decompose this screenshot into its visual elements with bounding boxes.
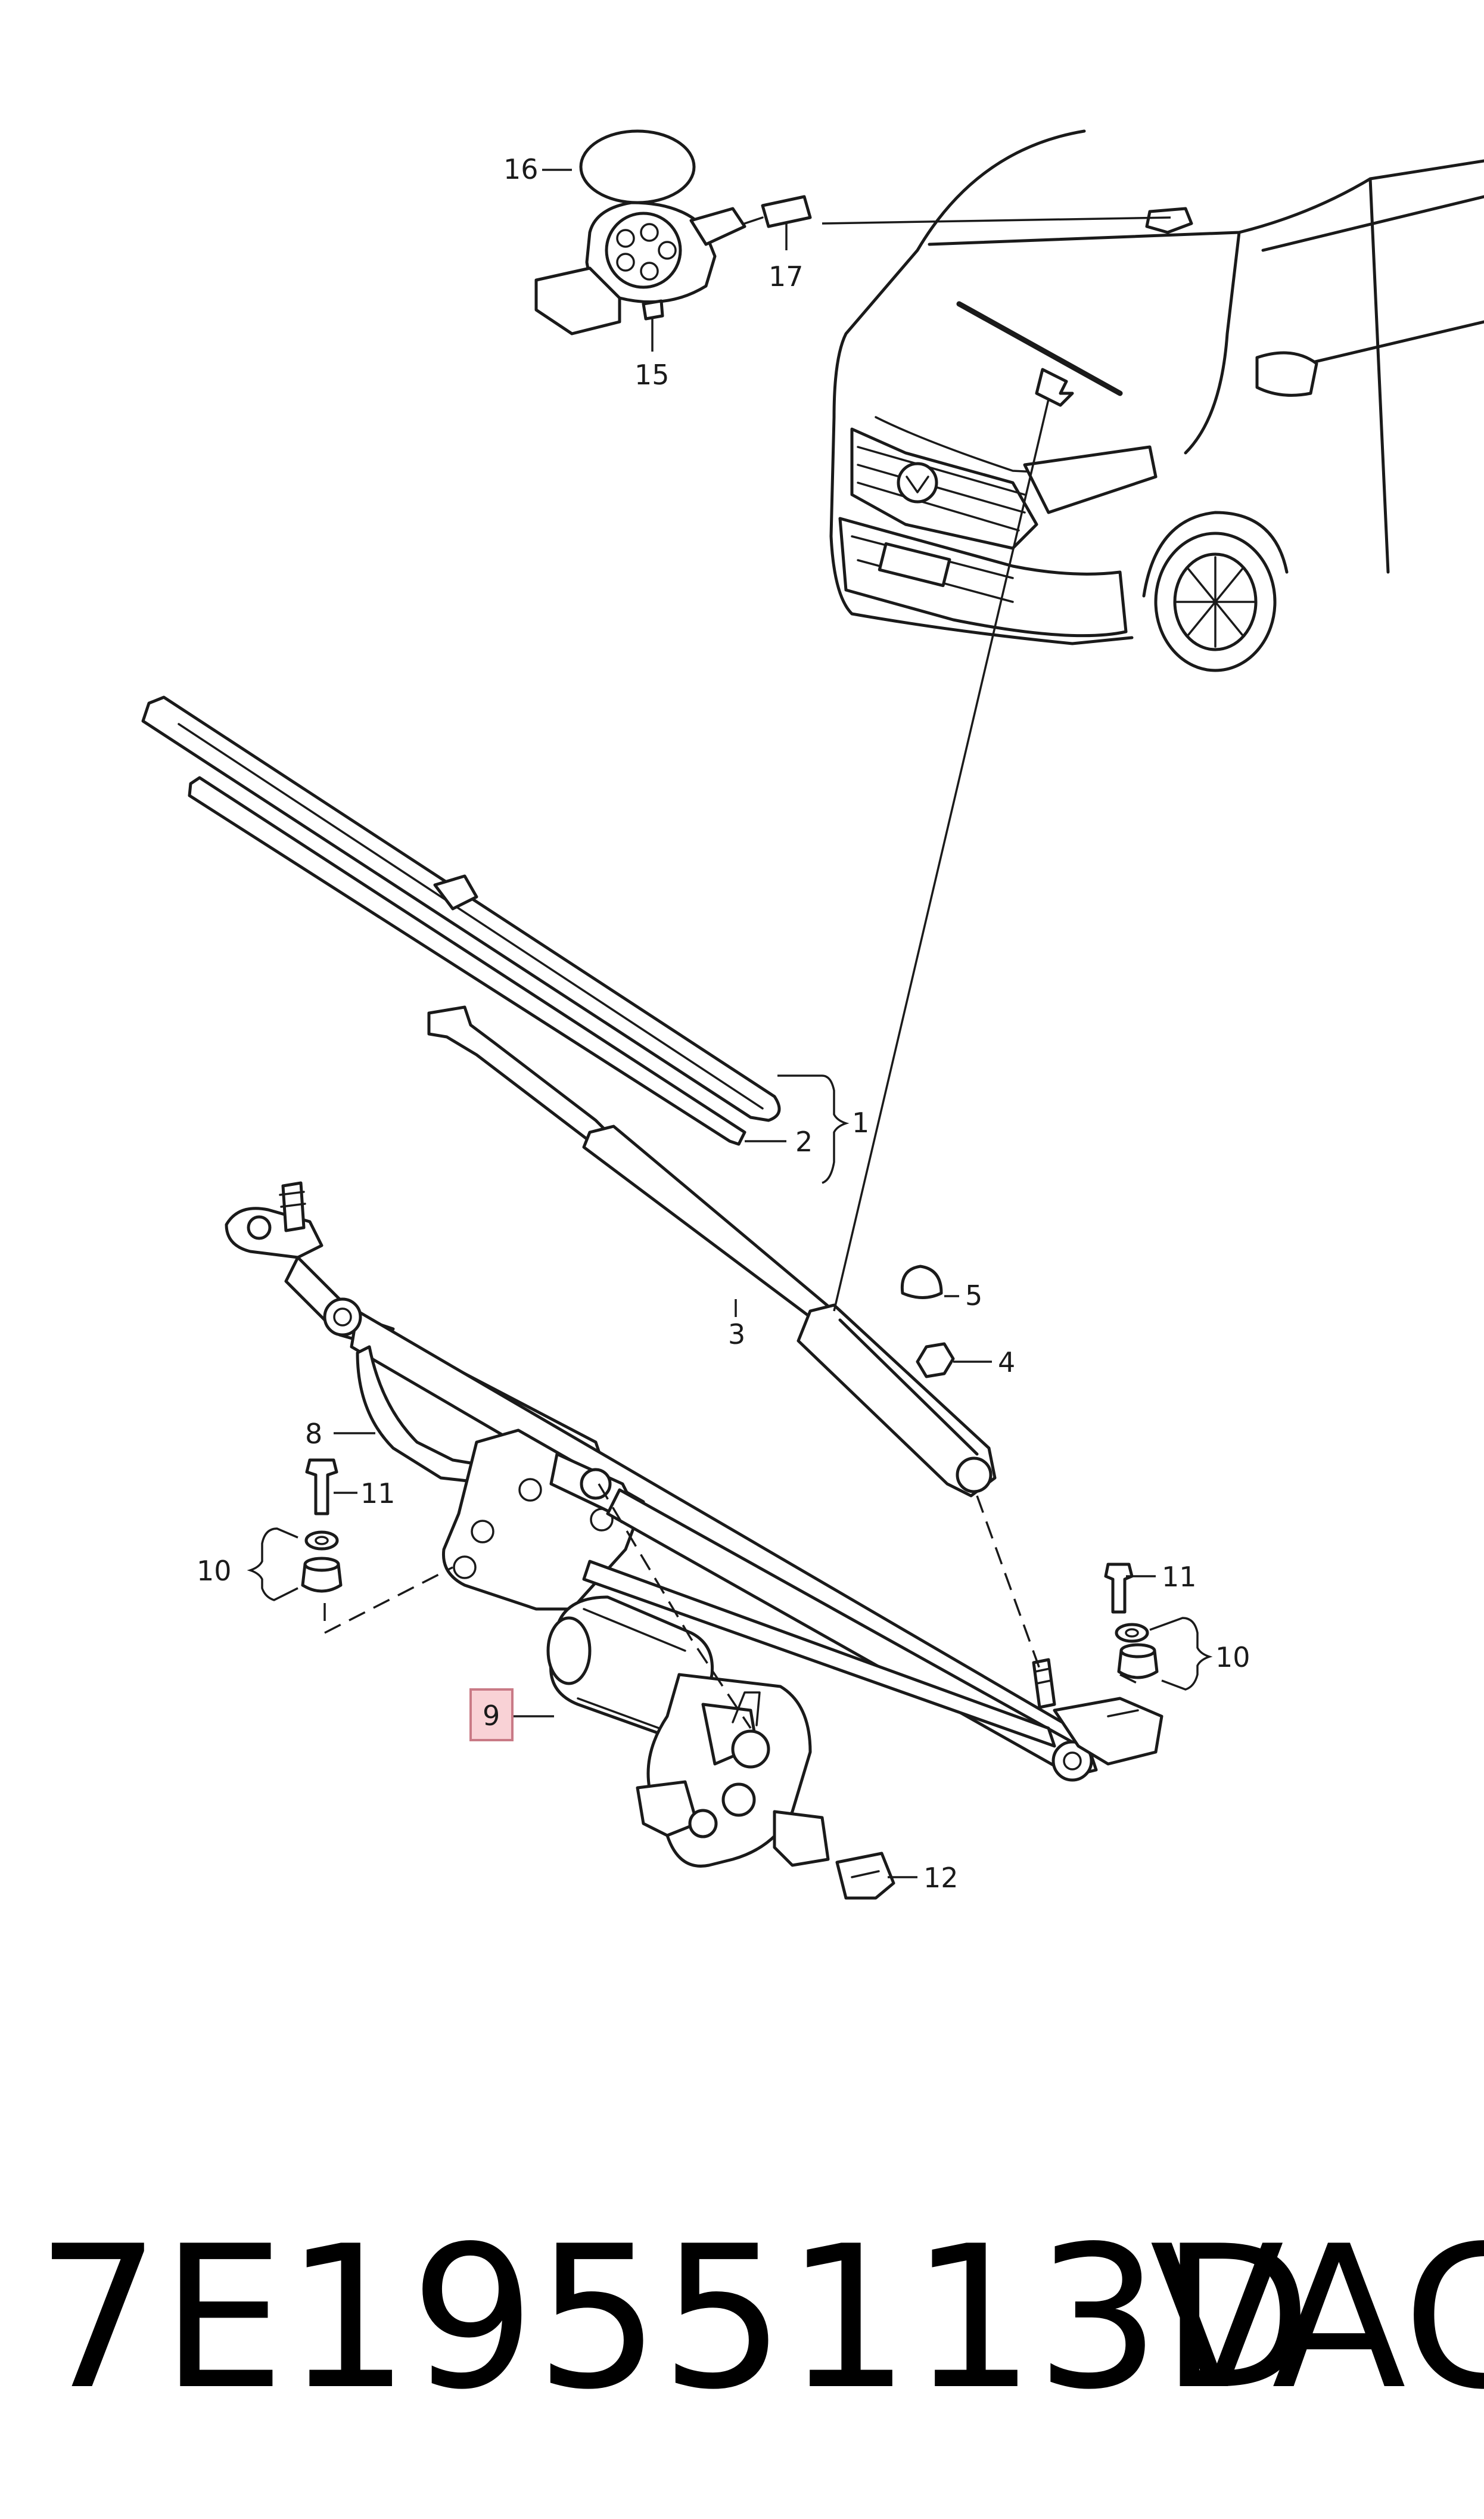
left-mounting-hardware bbox=[301, 1458, 343, 1593]
wiper-motor bbox=[546, 1595, 830, 1868]
part-caption: 7E1955113D VAG bbox=[36, 2204, 1484, 2443]
callout-1: 1 bbox=[852, 1107, 869, 1139]
highlight-callout-9 bbox=[469, 1688, 514, 1741]
callout-16: 16 bbox=[503, 153, 539, 185]
callout-17: 17 bbox=[769, 260, 804, 293]
sensor-gel-pad bbox=[579, 129, 696, 204]
callout-10-left: 10 bbox=[197, 1555, 232, 1587]
callout-10-right: 10 bbox=[1215, 1641, 1250, 1673]
rain-sensor-assembly bbox=[534, 129, 812, 336]
callout-11-right: 11 bbox=[1162, 1561, 1197, 1593]
right-mounting-hardware bbox=[1104, 1563, 1159, 1679]
wiper-rubber-insert bbox=[188, 776, 746, 1146]
wiper-connector bbox=[835, 1852, 895, 1900]
wiper-arm bbox=[427, 1005, 997, 1498]
callout-15: 15 bbox=[634, 359, 670, 391]
callout-3: 3 bbox=[728, 1318, 745, 1350]
assembly-guide-lines bbox=[323, 216, 1171, 1729]
nut-and-cap bbox=[900, 1265, 955, 1378]
callout-4: 4 bbox=[998, 1346, 1015, 1378]
callout-leaders bbox=[247, 169, 1213, 1878]
callout-5: 5 bbox=[965, 1279, 982, 1312]
wiper-blades bbox=[141, 695, 781, 1146]
van-illustration bbox=[829, 129, 1484, 672]
wiper-linkage-frame bbox=[225, 1181, 1163, 1782]
callout-9: 9 bbox=[483, 1700, 500, 1732]
callout-12: 12 bbox=[923, 1862, 959, 1894]
brand-name: VAG bbox=[1150, 2204, 1484, 2433]
callout-2: 2 bbox=[795, 1126, 813, 1158]
part-number: 7E1955113D bbox=[36, 2204, 1312, 2433]
callout-11-left: 11 bbox=[360, 1477, 396, 1509]
callout-8: 8 bbox=[305, 1418, 322, 1450]
